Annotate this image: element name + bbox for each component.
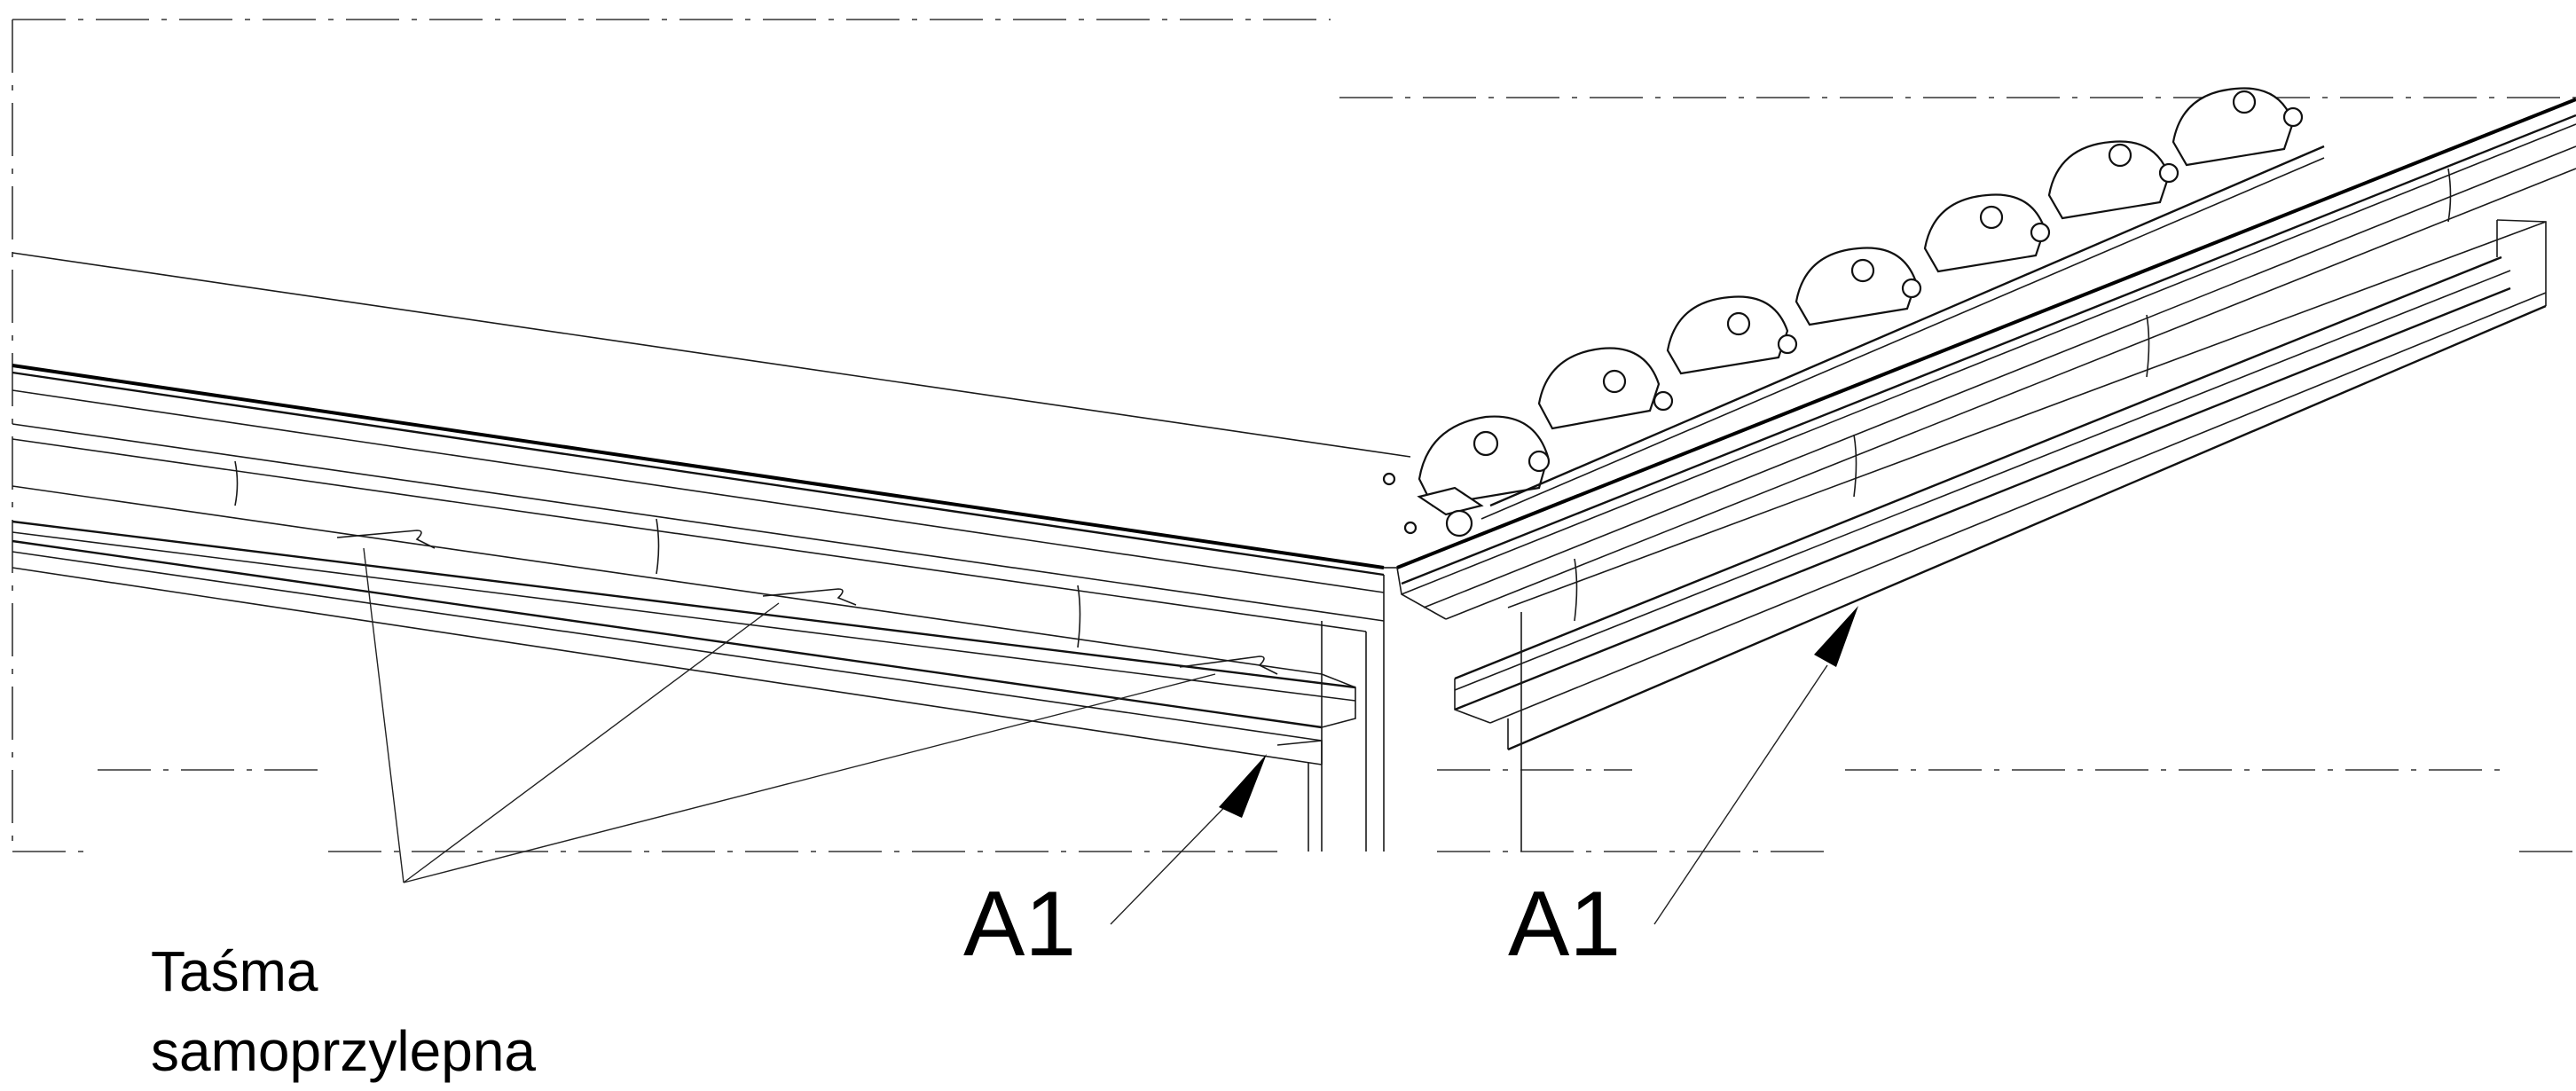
right-gutter-assembly bbox=[1384, 98, 2576, 852]
label-a1-right: A1 bbox=[1508, 873, 1622, 976]
arrowheads bbox=[1219, 606, 1858, 818]
label-a1-left: A1 bbox=[963, 873, 1077, 976]
arrow-a1-left bbox=[1219, 754, 1267, 818]
label-tape-line2: samoprzylepna bbox=[151, 1019, 536, 1083]
leader-lines bbox=[363, 547, 1828, 925]
arrow-a1-right bbox=[1814, 606, 1858, 667]
phantom-lines bbox=[12, 19, 2576, 852]
left-gutter-assembly bbox=[12, 252, 1411, 852]
label-tape-line1: Taśma bbox=[151, 939, 318, 1003]
roller-brackets bbox=[1382, 87, 2325, 538]
label-adhesive-tape: Taśma samoprzylepna bbox=[151, 931, 536, 1091]
